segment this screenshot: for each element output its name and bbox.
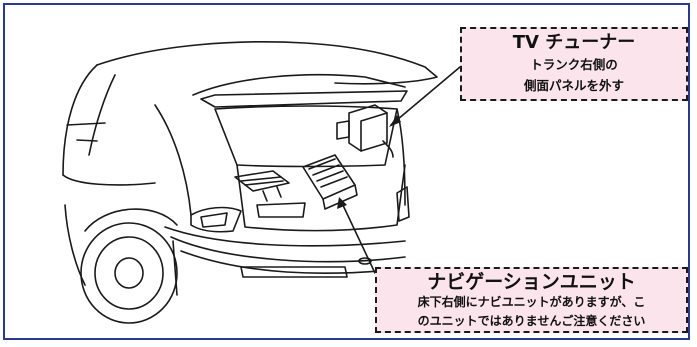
nav-unit-callout: ナビゲーションユニット 床下右側にナビユニットがありますが、こ のユニットではあ… [375,267,688,333]
tv-arrowhead [389,115,401,127]
suv-rear-line-drawing [62,41,461,324]
tv-tuner-title: TV チューナー [512,32,636,53]
nav-arrowhead [337,197,347,209]
diagram-frame: TV チューナー トランク右側の 側面パネルを外す ナビゲーションユニット 床下… [3,3,690,340]
nav-unit-note-line1: 床下右側にナビユニットがありますが、こ [417,295,646,309]
tv-tuner-note-line1: トランク右側の [530,57,618,72]
nav-unit-note-line2: のユニットではありませんご注意ください [417,314,646,328]
tv-tuner-callout: TV チューナー トランク右側の 側面パネルを外す [460,27,688,101]
nav-unit-title: ナビゲーションユニット [427,271,636,293]
tv-tuner-note-line2: 側面パネルを外す [523,78,624,93]
